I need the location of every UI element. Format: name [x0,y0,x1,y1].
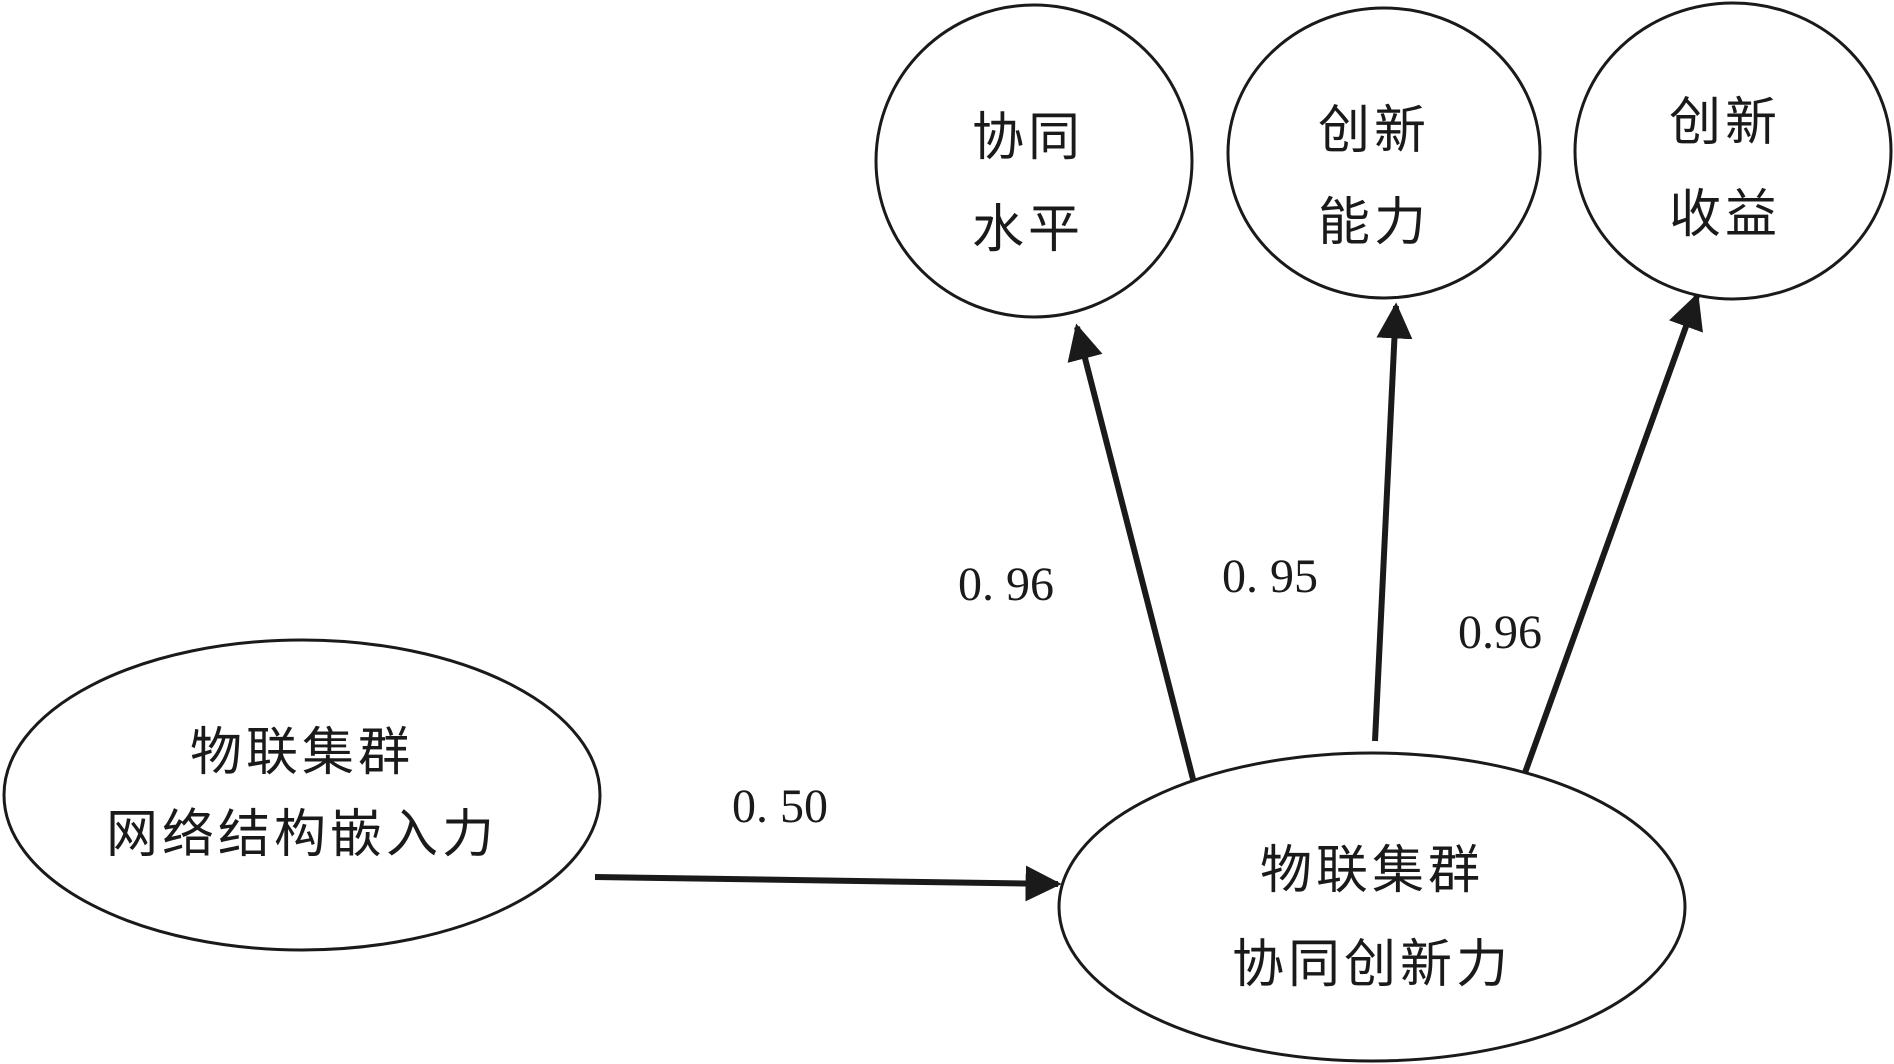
node-innovation-benefit-line1: 创新 [1669,93,1781,153]
node-innovation-benefit-ellipse [1573,1,1893,301]
arrow-innov-to-ability [1372,302,1413,742]
node-innovation-benefit-line2: 收益 [1669,185,1781,245]
arrow-embed-to-innov [594,865,1062,902]
edge-label-innov-to-level: 0. 96 [958,558,1054,611]
node-network-embedding: 物联集群 网络结构嵌入力 [2,638,602,952]
edge-label-innov-to-ability: 0. 95 [1222,550,1318,603]
node-collab-innovation-line2: 协同创新力 [1232,935,1512,995]
node-collab-level-line1: 协同 [972,108,1084,168]
edge-innov-to-level [1067,323,1197,784]
node-network-embedding-ellipse [2,638,602,952]
edge-innov-to-ability [1372,302,1413,742]
node-collab-innovation-line1: 物联集群 [1260,841,1484,901]
edge-innov-to-benefit [1519,292,1703,783]
edge-embed-to-innov [594,865,1062,902]
node-collab-innovation: 物联集群 协同创新力 [1057,751,1687,1063]
arrow-innov-to-level [1067,323,1197,784]
node-innovation-ability-line2: 能力 [1318,193,1430,253]
node-collab-level-line2: 水平 [972,200,1084,260]
node-collab-level: 协同 水平 [874,3,1194,319]
edge-label-embed-to-innov: 0. 50 [732,780,828,833]
node-innovation-ability-ellipse [1226,6,1542,300]
node-collab-level-ellipse [874,3,1194,319]
node-innovation-ability-line1: 创新 [1318,101,1430,161]
arrow-innov-to-benefit [1519,292,1703,783]
edge-label-innov-to-benefit: 0.96 [1458,606,1542,659]
node-innovation-benefit: 创新 收益 [1573,1,1893,301]
node-innovation-ability: 创新 能力 [1226,6,1542,300]
node-network-embedding-line2: 网络结构嵌入力 [106,805,498,865]
node-network-embedding-line1: 物联集群 [190,723,414,783]
node-collab-innovation-ellipse [1057,751,1687,1063]
